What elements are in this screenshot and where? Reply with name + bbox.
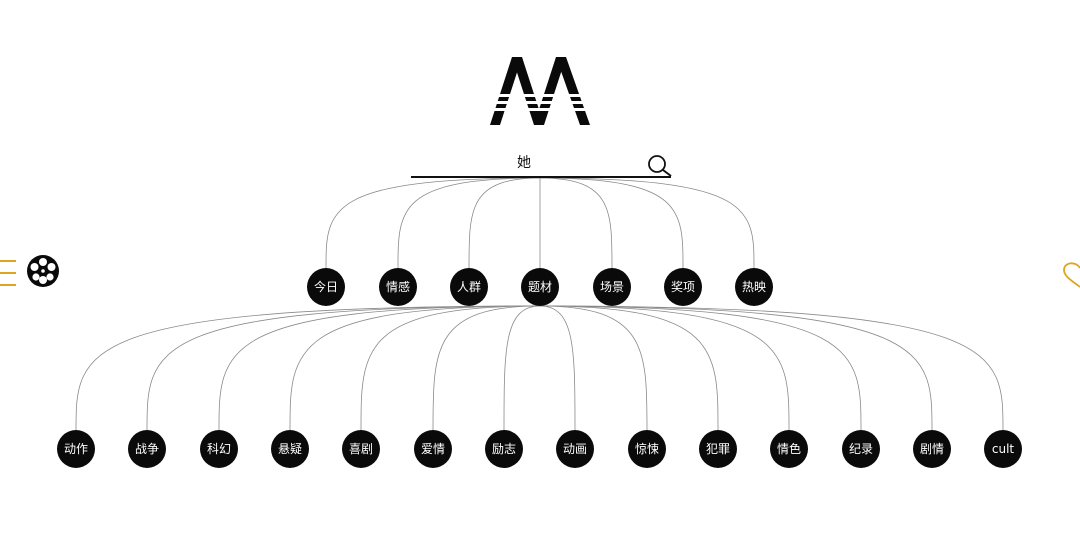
category-node-genre[interactable]: 题材 — [521, 268, 559, 306]
genre-node-mystery[interactable]: 悬疑 — [271, 430, 309, 468]
genre-node-cult[interactable]: cult — [984, 430, 1022, 468]
genre-label: 动画 — [562, 442, 587, 456]
film-reel-icon[interactable] — [26, 254, 60, 288]
tree-link — [468, 177, 541, 269]
genre-label: 励志 — [491, 442, 516, 456]
category-label: 人群 — [456, 280, 481, 294]
genre-node-action[interactable]: 动作 — [57, 430, 95, 468]
genre-label: 动作 — [63, 442, 88, 456]
tree-link — [539, 305, 790, 431]
genre-label: 情色 — [776, 442, 801, 456]
genre-node-scifi[interactable]: 科幻 — [200, 430, 238, 468]
tree-link — [289, 305, 541, 431]
genre-label: 犯罪 — [705, 442, 730, 456]
heart-icon[interactable] — [1062, 258, 1080, 288]
tree-link — [325, 177, 541, 269]
genre-label: 纪录 — [848, 442, 873, 456]
menu-icon[interactable] — [0, 258, 18, 288]
tree-link — [360, 305, 541, 431]
category-label: 情感 — [385, 280, 410, 294]
genre-node-erotic[interactable]: 情色 — [770, 430, 808, 468]
genre-node-drama[interactable]: 剧情 — [913, 430, 951, 468]
tree-link — [539, 177, 755, 269]
tree-link — [503, 305, 541, 431]
category-node-audience[interactable]: 人群 — [450, 268, 488, 306]
genre-label: 爱情 — [420, 442, 445, 456]
genre-label: 喜剧 — [348, 442, 373, 456]
category-node-now-showing[interactable]: 热映 — [735, 268, 773, 306]
category-label: 场景 — [599, 280, 624, 294]
category-label: 奖项 — [670, 280, 695, 294]
category-node-awards[interactable]: 奖项 — [664, 268, 702, 306]
tree-link — [146, 305, 541, 431]
category-label: 热映 — [741, 280, 766, 294]
genre-node-comedy[interactable]: 喜剧 — [342, 430, 380, 468]
search-input[interactable] — [411, 148, 637, 178]
category-label: 今日 — [313, 280, 338, 294]
genre-node-romance[interactable]: 爱情 — [414, 430, 452, 468]
search-bar — [411, 148, 673, 180]
category-label: 题材 — [527, 280, 552, 294]
tree-link — [539, 305, 648, 431]
genre-node-thriller[interactable]: 惊悚 — [628, 430, 666, 468]
genre-label: 悬疑 — [277, 442, 302, 456]
genre-label: cult — [991, 442, 1015, 456]
genre-label: 战争 — [134, 442, 159, 456]
category-node-today[interactable]: 今日 — [307, 268, 345, 306]
tree-link — [539, 177, 613, 269]
search-icon[interactable] — [647, 154, 673, 178]
tree-link — [397, 177, 541, 269]
category-node-scene[interactable]: 场景 — [593, 268, 631, 306]
genre-node-inspirational[interactable]: 励志 — [485, 430, 523, 468]
tree-link — [432, 305, 541, 431]
genre-label: 剧情 — [919, 442, 944, 456]
tree-link — [539, 305, 576, 431]
tree-link — [539, 305, 933, 431]
search-underline — [637, 176, 671, 178]
genre-node-war[interactable]: 战争 — [128, 430, 166, 468]
tree-link — [539, 305, 719, 431]
genre-node-crime[interactable]: 犯罪 — [699, 430, 737, 468]
tree-link — [75, 305, 541, 431]
genre-node-documentary[interactable]: 纪录 — [842, 430, 880, 468]
genre-label: 惊悚 — [634, 442, 659, 456]
genre-label: 科幻 — [206, 442, 231, 456]
tree-link — [539, 305, 862, 431]
category-node-emotion[interactable]: 情感 — [379, 268, 417, 306]
m-logo — [490, 57, 590, 125]
tree-link — [218, 305, 541, 431]
tree-link — [539, 305, 1004, 431]
tree-link — [539, 177, 684, 269]
genre-node-animation[interactable]: 动画 — [556, 430, 594, 468]
